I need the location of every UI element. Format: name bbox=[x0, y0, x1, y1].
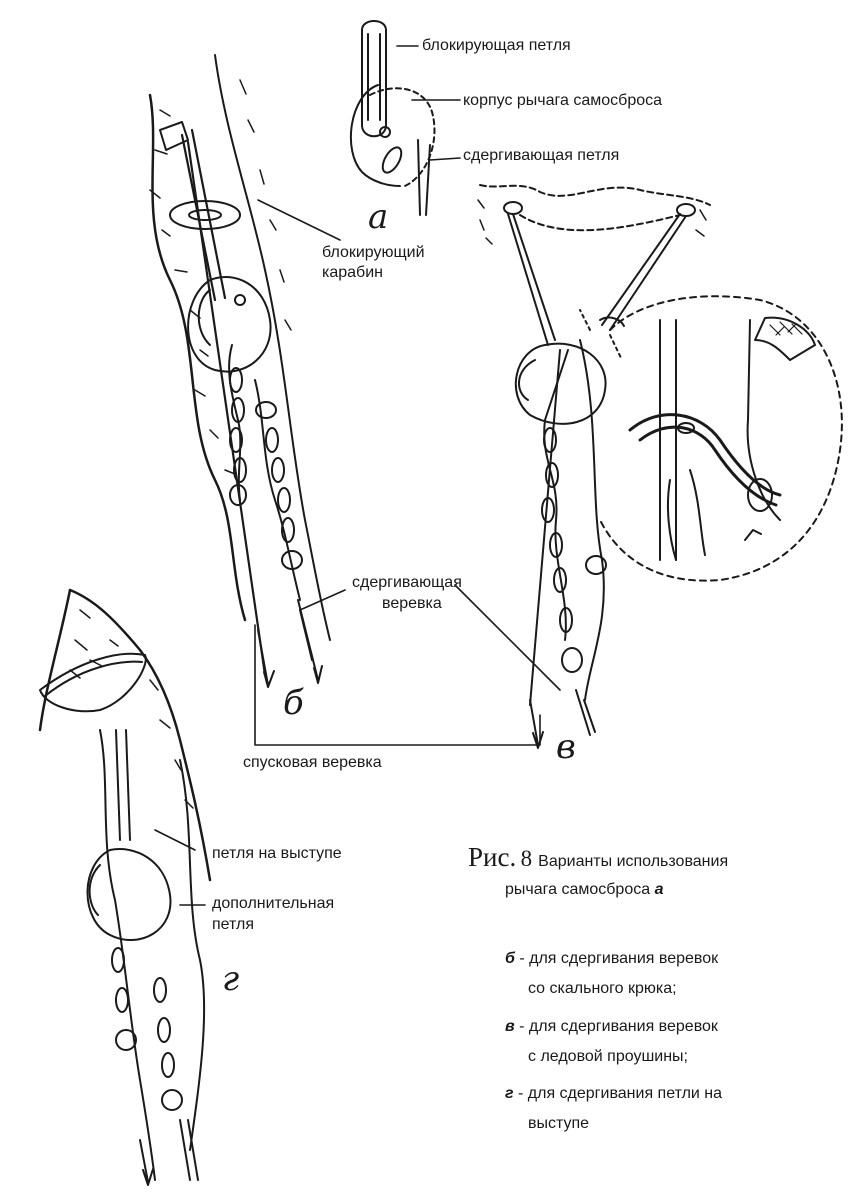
variant-mark-b: б bbox=[283, 683, 304, 723]
legend-text-v: - для сдергивания веревок bbox=[514, 1018, 718, 1035]
ice-eyelet-zoom-circle bbox=[599, 295, 843, 582]
caption-number: 8 bbox=[520, 846, 533, 871]
caption-prefix: Рис. bbox=[468, 842, 517, 872]
figure-caption-line2: рычага самосброса а bbox=[505, 880, 663, 900]
variant-mark-v: в bbox=[556, 727, 576, 767]
label-extra-loop-line2: петля bbox=[212, 916, 255, 933]
caption-line2-mark: а bbox=[654, 881, 664, 898]
variant-v-ice-eyelet bbox=[477, 184, 843, 749]
variant-mark-a: a bbox=[368, 197, 389, 237]
legend-item-g: г - для сдергивания петли на bbox=[505, 1083, 722, 1105]
label-blocking-loop: блокирующая петля bbox=[422, 37, 571, 54]
legend-item-v: в - для сдергивания веревок bbox=[505, 1016, 718, 1038]
caption-title: Варианты использования bbox=[538, 853, 729, 870]
variant-b-rock-piton bbox=[148, 54, 331, 688]
figure-caption-line1: Рис. 8 Варианты использования bbox=[468, 842, 728, 877]
label-descent-rope: спусковая веревка bbox=[243, 754, 382, 771]
variant-mark-g: г bbox=[222, 959, 240, 999]
label-pull-loop: сдергивающая петля bbox=[463, 147, 620, 164]
legend-item-b: б - для сдергивания веревок bbox=[505, 948, 718, 970]
label-blocking-carabiner-line1: блокирующий bbox=[322, 244, 425, 261]
legend-text-g: - для сдергивания петли на bbox=[513, 1085, 723, 1102]
caption-line2-text: рычага самосброса bbox=[505, 881, 651, 898]
legend-mark-g: г bbox=[505, 1085, 514, 1102]
legend-text-b: - для сдергивания веревок bbox=[514, 950, 719, 967]
label-pull-rope-line1: сдергивающая bbox=[352, 574, 462, 591]
label-extra-loop-line1: дополнительная bbox=[212, 895, 335, 912]
variant-a-lever-detail bbox=[349, 20, 436, 216]
label-blocking-carabiner-line2: карабин bbox=[322, 264, 383, 281]
legend-mark-v: в bbox=[505, 1018, 515, 1035]
leader-lines bbox=[154, 45, 561, 906]
legend-mark-b: б bbox=[505, 950, 515, 967]
label-pull-rope-line2: веревка bbox=[382, 595, 442, 612]
variant-g-ledge-loop bbox=[38, 588, 212, 1186]
legend-item-b-line2: со скального крюка; bbox=[528, 980, 677, 997]
label-ledge-loop: петля на выступе bbox=[212, 845, 342, 862]
legend-item-v-line2: с ледовой проушины; bbox=[528, 1048, 688, 1065]
legend-item-g-line2: выступе bbox=[528, 1115, 590, 1132]
label-lever-body: корпус рычага самосброса bbox=[463, 92, 663, 109]
